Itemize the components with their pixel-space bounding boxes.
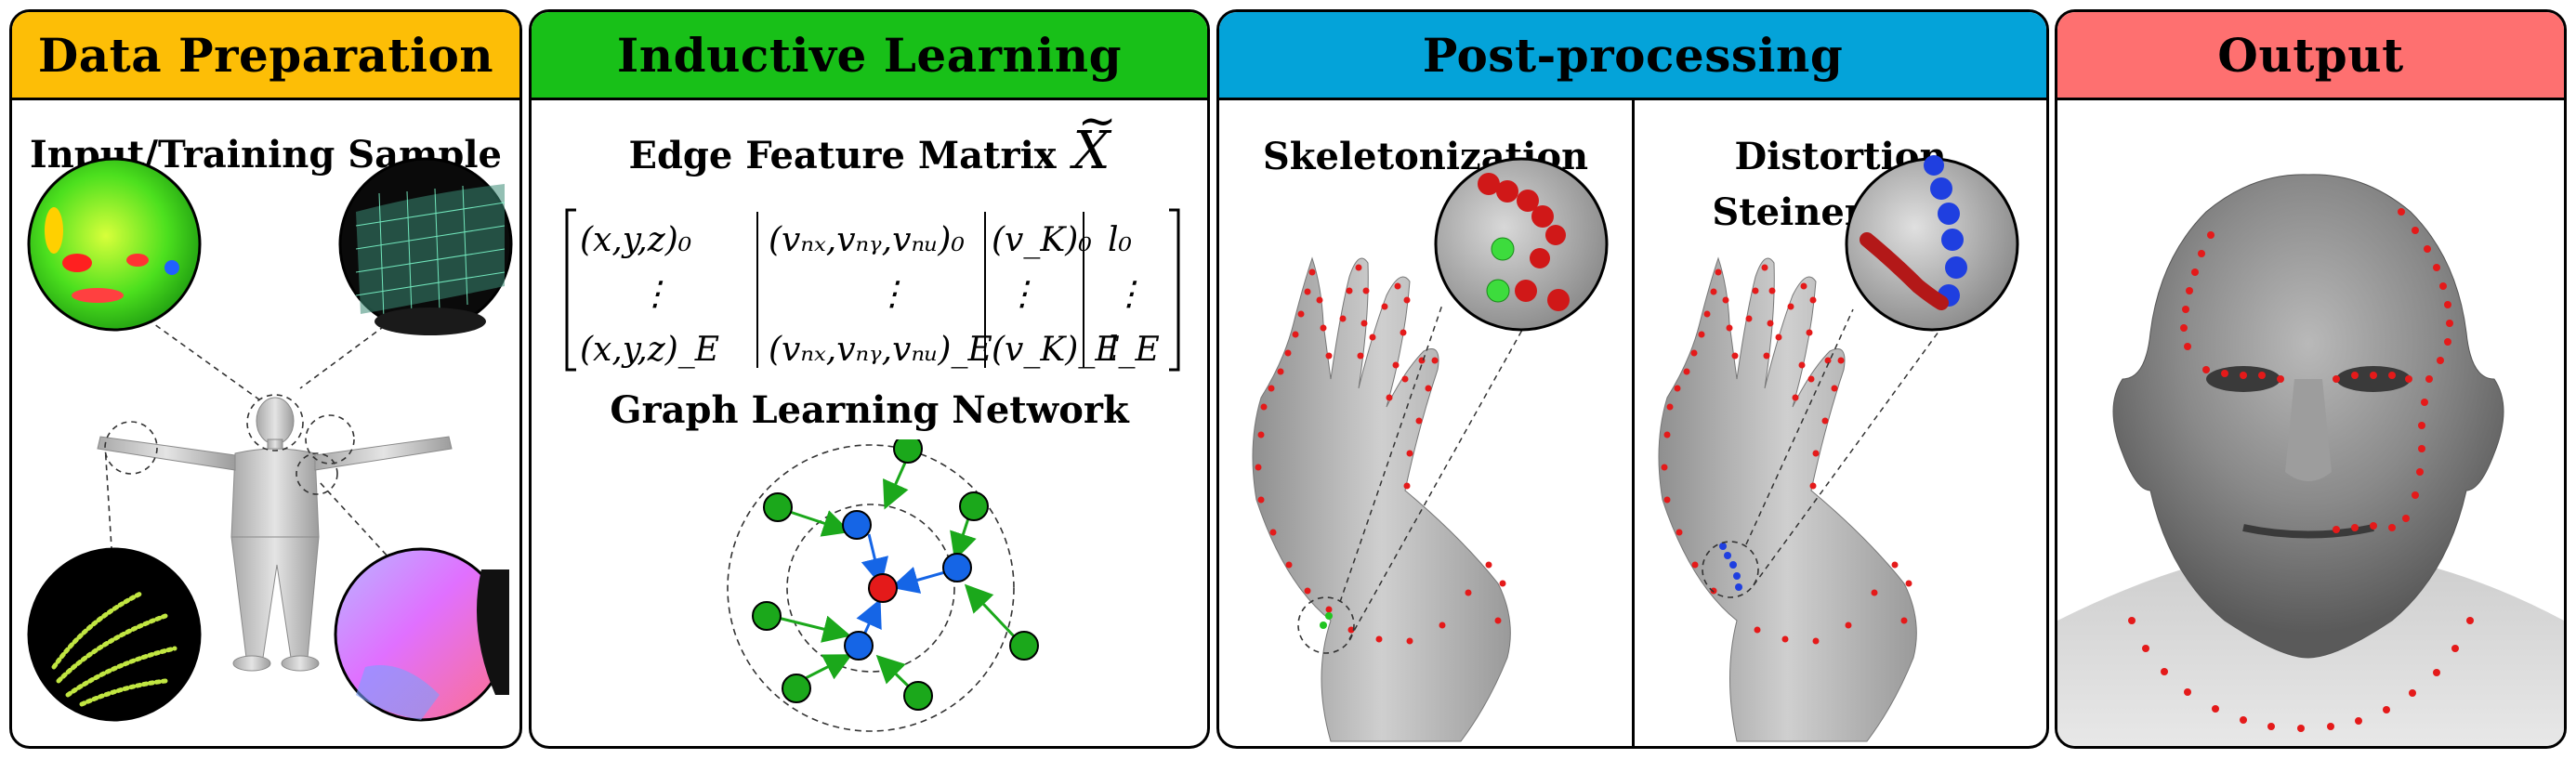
panel-title: Inductive Learning <box>616 27 1123 83</box>
matrix-title: Edge Feature Matrix <box>628 134 1057 177</box>
network-node-blue <box>844 631 874 661</box>
network-node-blue <box>942 553 972 582</box>
network-node-green <box>752 601 782 631</box>
matrix-row2-col1: (x,y,z)_E <box>580 331 719 369</box>
matrix-symbol: ~ X <box>1073 98 1117 177</box>
network-node-blue <box>842 510 872 540</box>
matrix-row0-col2: (vₙₓ,vₙᵧ,vₙᵤ)₀ <box>769 221 965 259</box>
hand-point-cloud-circle <box>27 547 202 722</box>
matrix-row1-col1: ⋮ <box>638 275 672 313</box>
edge-feature-matrix: (x,y,z)₀ (vₙₓ,vₙᵧ,vₙᵤ)₀ (v_K)₀ l₀ ⋮ ⋮ ⋮ … <box>565 208 1180 372</box>
normal-map-circle <box>334 547 509 722</box>
curvature-heatmap-circle <box>27 157 202 332</box>
panel-inductive-learning: Inductive Learning Edge Feature Matrix ~… <box>529 9 1210 749</box>
network-node-green <box>763 492 793 522</box>
matrix-row2-col3: (v_K)_E <box>992 331 1120 369</box>
matrix-row1-col2: ⋮ <box>875 275 909 313</box>
mesh-wireframe-circle <box>338 157 513 335</box>
network-node-green <box>893 439 923 464</box>
network-node-green <box>903 681 933 711</box>
network-node-green <box>1009 631 1039 661</box>
graph-learning-network <box>727 439 1039 732</box>
matrix-symbol-letter: X <box>1072 121 1111 181</box>
panel-data-preparation: Data Preparation Input/Training Sample <box>9 9 522 749</box>
subpanel-divider <box>1632 98 1635 746</box>
matrix-symbol-tilde: ~ <box>1077 94 1117 148</box>
input-sample-illustration <box>27 157 513 722</box>
matrix-row1-col4: ⋮ <box>1112 275 1146 313</box>
network-node-green <box>782 674 811 703</box>
output-head-model <box>2057 174 2564 746</box>
matrix-row1-col3: ⋮ <box>1005 275 1039 313</box>
network-node-red <box>868 573 898 603</box>
panel-post-processing: Post-processing Skeletonization Distorti… <box>1216 9 2049 749</box>
panel-output: Output <box>2055 9 2567 749</box>
panel-header: Post-processing <box>1219 12 2046 100</box>
panel-title: Post-processing <box>1422 27 1844 83</box>
panel-title: Data Preparation <box>37 27 494 83</box>
panel-header: Data Preparation <box>12 12 519 100</box>
human-body-model <box>97 397 453 672</box>
panel-header: Inductive Learning <box>532 12 1207 100</box>
matrix-row2-col2: (vₙₓ,vₙᵧ,vₙᵤ)_E <box>769 331 992 369</box>
matrix-title-row: Edge Feature Matrix ~ X <box>532 98 1207 177</box>
network-node-green <box>959 491 989 521</box>
steiner-zoom-circle <box>1845 155 2019 332</box>
skeleton-zoom-circle <box>1434 157 1609 332</box>
matrix-row0-col1: (x,y,z)₀ <box>580 221 691 259</box>
matrix-row0-col4: l₀ <box>1108 221 1132 259</box>
network-title: Graph Learning Network <box>610 388 1129 432</box>
skeletonization-hand <box>1252 157 1609 742</box>
matrix-row2-col4: l_E <box>1108 331 1160 369</box>
panel-header: Output <box>2057 12 2564 100</box>
panel-title: Output <box>2217 27 2404 83</box>
matrix-row0-col3: (v_K)₀ <box>992 221 1092 259</box>
steiner-tree-hand <box>1658 155 2019 742</box>
